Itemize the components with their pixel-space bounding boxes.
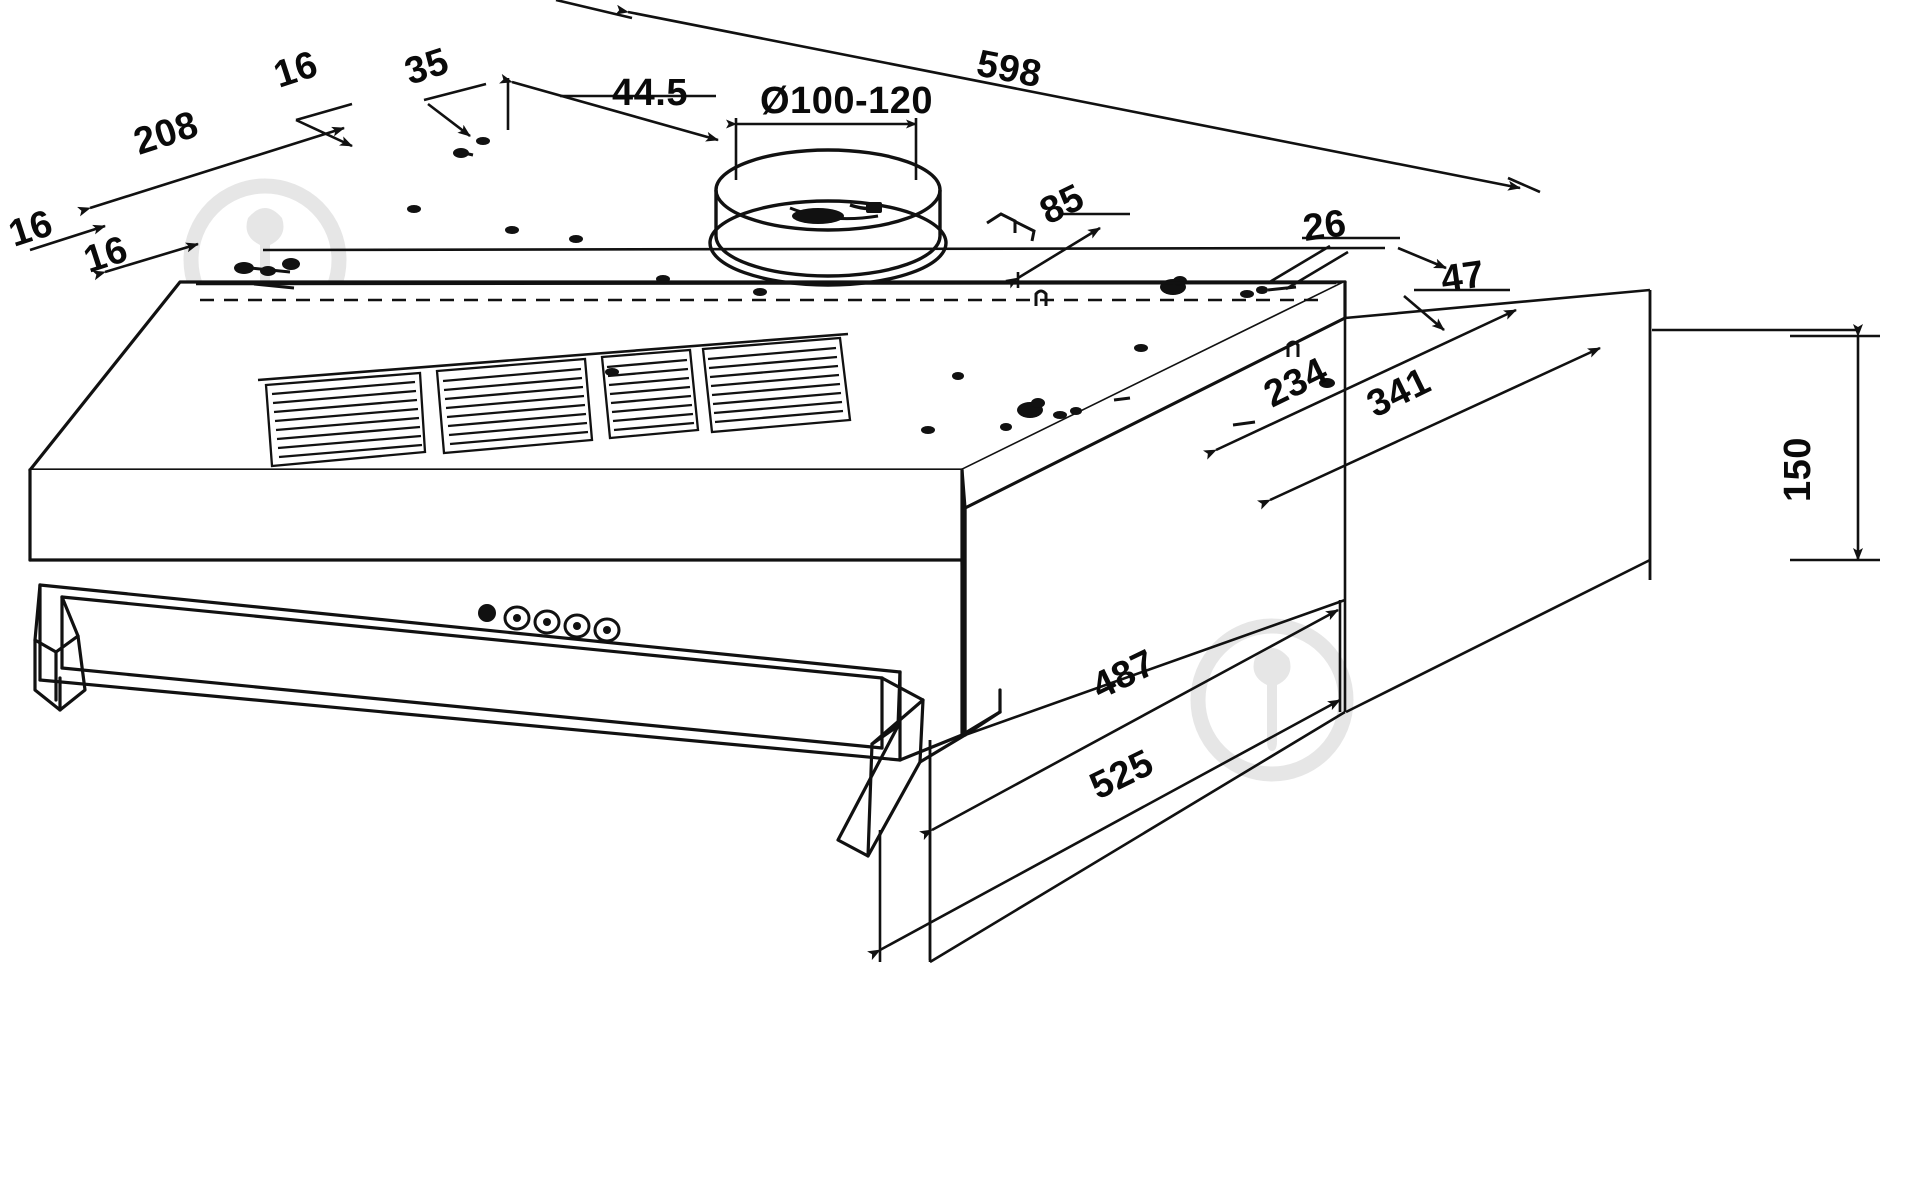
dimension-598: 598 <box>973 43 1045 97</box>
dimension-16-b: 16 <box>79 228 133 281</box>
dimension-341: 341 <box>1361 360 1438 426</box>
dimension-16-a: 16 <box>4 202 58 255</box>
dimension-labels: 598 208 16 16 16 35 44.5 Ø100-120 85 26 … <box>4 40 1819 808</box>
control-button-4[interactable] <box>593 617 621 643</box>
top-plate-fold-lines <box>195 244 1386 291</box>
rear-projection-box <box>928 288 1652 964</box>
dimension-26: 26 <box>1300 202 1349 250</box>
dimension-150: 150 <box>1777 437 1819 502</box>
grille-panel-3 <box>600 348 700 440</box>
control-indicator-light[interactable] <box>478 604 496 622</box>
dimension-525: 525 <box>1084 742 1161 808</box>
control-button-3[interactable] <box>563 613 591 639</box>
top-plate-fixings <box>234 137 490 276</box>
dimension-234: 234 <box>1258 350 1335 416</box>
duct-collar-tabs <box>792 202 882 224</box>
grille-panel-2 <box>435 357 594 455</box>
grille-panel-4 <box>701 336 852 434</box>
control-button-1[interactable] <box>503 605 531 631</box>
dimension-487: 487 <box>1086 642 1163 708</box>
control-button-2[interactable] <box>533 609 561 635</box>
watermark-right <box>1198 626 1346 774</box>
grille-panel-1 <box>264 371 427 468</box>
control-panel <box>478 604 621 643</box>
dimension-44-5: 44.5 <box>612 72 688 114</box>
grille-panels <box>264 336 852 468</box>
dimension-35: 35 <box>400 40 454 93</box>
dimension-16-c: 16 <box>269 43 323 96</box>
dimension-duct-diameter: Ø100-120 <box>760 80 933 122</box>
dimension-85: 85 <box>1034 176 1091 233</box>
dimension-208: 208 <box>129 104 204 164</box>
dimension-47: 47 <box>1438 253 1487 301</box>
grille-frame <box>257 332 849 382</box>
